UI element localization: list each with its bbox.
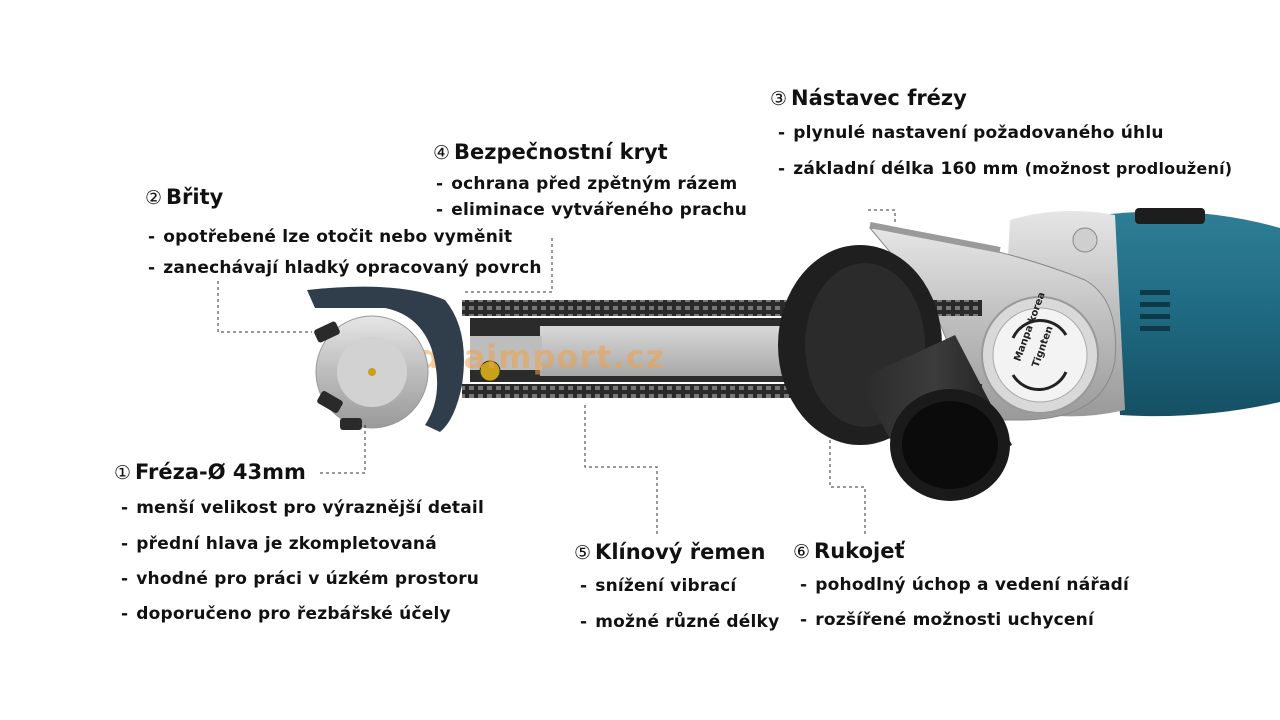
callout-3-number: ③ [770, 88, 788, 110]
callout-6-number: ⑥ [793, 541, 811, 563]
callout-1-item-4: -doporučeno pro řezbářské účely [121, 604, 451, 624]
callout-4-heading: Bezpečnostní kryt [454, 140, 668, 164]
callout-1-item-3: -vhodné pro práci v úzkém prostoru [121, 569, 480, 589]
handle [778, 245, 1012, 501]
callout-1-number: ① [114, 462, 132, 484]
callout-6-heading: Rukojeť [814, 539, 905, 563]
callout-5-number: ⑤ [574, 542, 592, 564]
callout-3-item-2: -základní délka 160 mm (možnost prodlouž… [778, 159, 1233, 179]
callout-3-item-1: -plynulé nastavení požadovaného úhlu [778, 123, 1164, 143]
callout-3-heading: Nástavec frézy [791, 86, 967, 110]
callout-2-heading: Břity [166, 185, 224, 209]
callout-4-item-2: -eliminace vytvářeného prachu [436, 200, 748, 220]
drive-housing: Manpa korea Tignten [868, 222, 1117, 421]
leader-lines [217, 209, 896, 534]
callout-2-item-2: -zanechávají hladký opracovaný povrch [148, 258, 542, 278]
callout-5-item-2: -možné různé délky [580, 612, 780, 632]
callout-4-item-1: -ochrana před zpětným rázem [436, 174, 738, 194]
callout-2-number: ② [145, 187, 163, 209]
callout-3-extra: (možnost prodloužení) [1024, 159, 1233, 178]
callout-6-item-1: -pohodlný úchop a vedení nářadí [800, 575, 1130, 595]
callout-6-item-2: -rozšířené možnosti uchycení [800, 610, 1094, 630]
callout-5-item-1: -snížení vibrací [580, 576, 737, 596]
callout-5-heading: Klínový řemen [595, 540, 766, 564]
cutter-head [307, 286, 464, 432]
callout-1-item-1: -menší velikost pro výraznější detail [121, 498, 484, 518]
callout-1-item-2: -přední hlava je zkompletovaná [121, 534, 437, 554]
callout-1-heading: Fréza-Ø 43mm [135, 460, 306, 484]
callout-4-number: ④ [433, 142, 451, 164]
callout-2-item-1: -opotřebené lze otočit nebo vyměnit [148, 227, 513, 247]
